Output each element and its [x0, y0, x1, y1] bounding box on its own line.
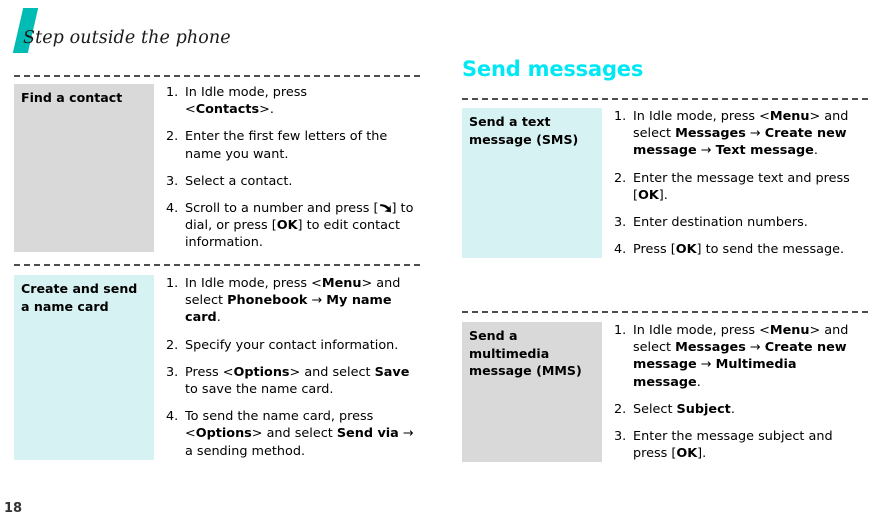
step-text: Press <Options> and select Save to save … [185, 364, 410, 398]
step-text: Enter the message subject and press [OK]… [633, 429, 833, 462]
step-number: 2. [166, 337, 179, 353]
step-number: 4. [166, 201, 179, 217]
step-number: 3. [614, 429, 627, 445]
step-item: 2. Enter the message text and press [OK]. [614, 170, 868, 204]
step-item: 3. Enter the message subject and press [O… [614, 428, 868, 462]
step-text: Enter the first few letters of the name … [185, 129, 388, 162]
step-number: 4. [614, 242, 627, 258]
step-number: 2. [166, 129, 179, 145]
step-item: 4. Press [OK] to send the message. [614, 241, 868, 258]
step-text: Select a contact. [185, 173, 293, 189]
step-item: 2. Select Subject. [614, 401, 868, 418]
step-item: 2. Specify your contact information. [166, 337, 420, 354]
task-label: Send a text message (SMS) [462, 108, 602, 259]
step-item: 3. Select a contact. [166, 173, 420, 190]
step-number: 1. [614, 109, 627, 124]
section-heading: Send messages [462, 57, 644, 81]
step-number: 1. [166, 276, 179, 291]
step-text: Enter destination numbers. [633, 215, 808, 231]
step-number: 3. [166, 364, 179, 380]
step-number: 2. [614, 401, 627, 417]
step-item: 1. In Idle mode, press<Contacts>. [166, 84, 420, 118]
step-number: 2. [614, 170, 627, 186]
dial-key-icon [379, 203, 392, 214]
task-block: Find a contact 1. In Idle mode, press<Con… [14, 84, 420, 252]
step-text: Scroll to a number and press [] to dial,… [185, 201, 414, 251]
task-block: Create and send a name card 1. In Idle mo… [14, 275, 420, 460]
step-text: Specify your contact information. [185, 337, 399, 353]
page-title: Step outside the phone [23, 28, 231, 48]
step-item: 1. In Idle mode, press <Menu> and select … [614, 322, 868, 391]
step-number: 3. [166, 173, 179, 189]
step-text: Press [OK] to send the message. [633, 242, 845, 258]
step-list: 1. In Idle mode, press <Menu> and select … [602, 108, 868, 258]
running-head: Step outside the phone [0, 0, 440, 62]
step-number: 4. [166, 409, 179, 425]
step-item: 1. In Idle mode, press <Menu> and select … [166, 275, 420, 327]
task-label: Create and send a name card [14, 275, 154, 460]
step-text: In Idle mode, press <Menu> and select Me… [633, 109, 849, 159]
step-text: Enter the message text and press [OK]. [633, 170, 850, 203]
task-label: Find a contact [14, 84, 154, 252]
task-block: Send a multimedia message (MMS) 1. In Idl… [462, 322, 868, 463]
step-number: 1. [166, 85, 179, 100]
task-label: Send a multimedia message (MMS) [462, 322, 602, 463]
step-list: 1. In Idle mode, press<Contacts>. 2. Enter … [154, 84, 420, 252]
step-text: Select Subject. [633, 401, 735, 417]
step-text: To send the name card, press <Options> a… [185, 409, 414, 459]
step-item: 2. Enter the first few letters of the nam… [166, 128, 420, 162]
divider [14, 264, 420, 266]
step-item: 4. To send the name card, press <Options>… [166, 408, 420, 460]
step-number: 1. [614, 323, 627, 338]
divider [462, 311, 868, 313]
step-list: 1. In Idle mode, press <Menu> and select … [154, 275, 420, 460]
task-block: Send a text message (SMS) 1. In Idle mode… [462, 108, 868, 259]
step-list: 1. In Idle mode, press <Menu> and select … [602, 322, 868, 462]
divider [462, 98, 868, 100]
step-text: In Idle mode, press <Menu> and select Me… [633, 323, 849, 390]
divider [14, 75, 420, 77]
step-text: In Idle mode, press <Menu> and select Ph… [185, 276, 401, 326]
step-item: 1. In Idle mode, press <Menu> and select … [614, 108, 868, 160]
page-number: 18 [4, 501, 23, 516]
step-text: In Idle mode, press<Contacts>. [185, 85, 308, 118]
step-item: 3. Press <Options> and select Save to sav… [166, 364, 420, 398]
step-item: 3. Enter destination numbers. [614, 214, 868, 231]
step-item: 4. Scroll to a number and press [] to dia… [166, 200, 420, 252]
step-number: 3. [614, 215, 627, 231]
